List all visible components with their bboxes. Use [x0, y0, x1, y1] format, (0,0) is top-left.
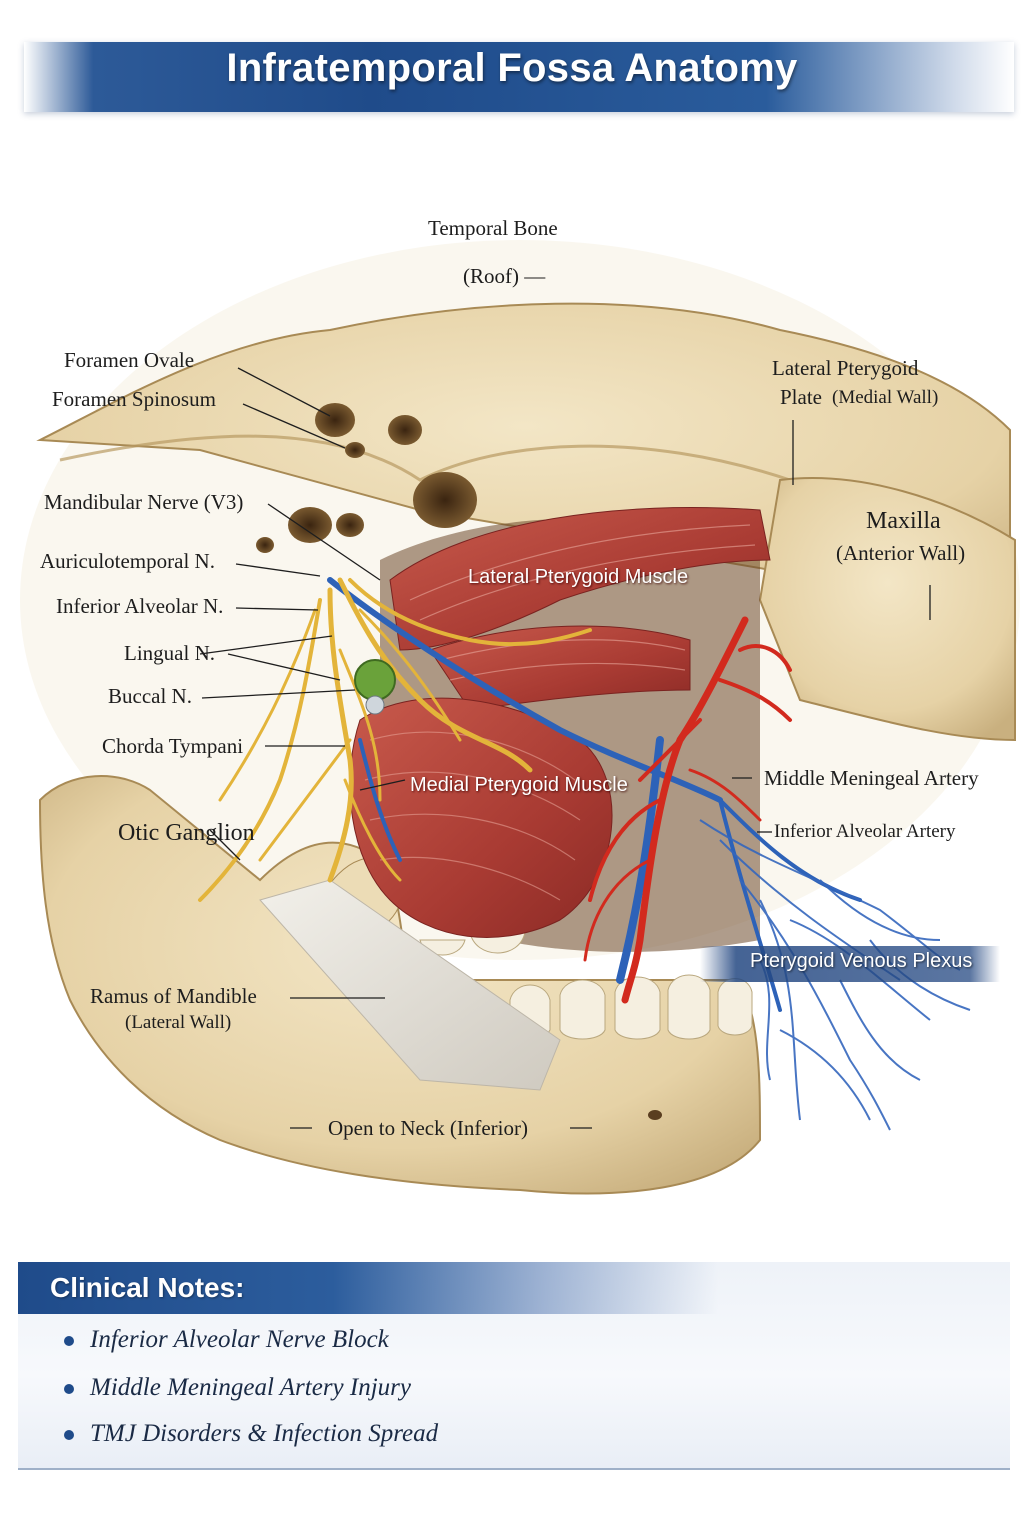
foramen-left-hole [288, 507, 332, 543]
foramen-tiny-hole [256, 537, 274, 553]
otic-ganglion-small [365, 695, 385, 715]
foramen-large-hole [413, 472, 477, 528]
medial-pterygoid-fibers [364, 731, 581, 901]
label-foramen-ovale: Foramen Ovale [64, 348, 195, 372]
nerves [198, 577, 592, 902]
clinical-note-text: Inferior Alveolar Nerve Block [90, 1326, 389, 1353]
bone-ridge [59, 434, 791, 482]
leader-lines [199, 367, 931, 1129]
label-maxilla-sub: (Anterior Wall) [836, 541, 966, 565]
clinical-note-text: Middle Meningeal Artery Injury [90, 1374, 411, 1401]
clinical-note-item: Inferior Alveolar Nerve Block [64, 1326, 389, 1354]
medial-pterygoid-muscle-shape [349, 697, 613, 938]
label-middle-meningeal-artery: Middle Meningeal Artery [764, 766, 979, 790]
label-medial-pterygoid-muscle: Medial Pterygoid Muscle [410, 774, 628, 796]
label-otic-ganglion: Otic Ganglion [118, 820, 255, 846]
anatomy-illustration [20, 240, 1020, 1195]
foramen-small-hole [345, 442, 365, 458]
bullet-icon [64, 1430, 74, 1441]
sphenomandibular-ligament [259, 879, 561, 1091]
label-ramus: Ramus of Mandible [90, 984, 257, 1008]
label-ramus-sub: (Lateral Wall) [125, 1012, 232, 1033]
label-open-to-neck: Open to Neck (Inferior) [328, 1116, 528, 1140]
label-auriculotemporal: Auriculotemporal N. [40, 549, 215, 573]
label-chorda-tympani: Chorda Tympani [102, 734, 244, 758]
clinical-notes-header-band [18, 1262, 718, 1314]
label-foramen-spinosum: Foramen Spinosum [52, 387, 216, 411]
lower-teeth [509, 974, 753, 1040]
label-lateral-pterygoid-muscle: Lateral Pterygoid Muscle [468, 566, 689, 588]
label-lateral-pterygoid-plate: Lateral Pterygoid [772, 356, 919, 380]
muscle-fibers [409, 524, 756, 681]
label-lateral-pterygoid-plate-2: Plate [780, 385, 822, 409]
page-title: Infratemporal Fossa Anatomy [226, 46, 798, 90]
foramen-ovale-hole [315, 403, 355, 437]
foramen-left-hole-2 [336, 513, 364, 537]
otic-ganglion-node [354, 659, 396, 701]
plexus-label-band [700, 946, 1000, 982]
label-pterygoid-venous-plexus: Pterygoid Venous Plexus [750, 950, 973, 972]
label-maxilla: Maxilla [866, 508, 941, 534]
clinical-notes-title: Clinical Notes: [50, 1272, 245, 1303]
label-inferior-alveolar-artery: Inferior Alveolar Artery [774, 821, 956, 842]
foramen-spinosum-hole [388, 415, 422, 445]
label-lateral-pterygoid-plate-3: (Medial Wall) [832, 387, 939, 408]
bullet-icon [64, 1384, 74, 1395]
title-banner [24, 42, 1014, 112]
label-mandibular-nerve: Mandibular Nerve (V3) [44, 490, 244, 514]
lateral-pterygoid-muscle-shape [389, 507, 771, 651]
label-temporal-bone: Temporal Bone [428, 216, 558, 240]
label-lingual-n: Lingual N. [124, 641, 215, 665]
maxilla-shape [758, 477, 1016, 742]
label-roof: (Roof) — [463, 264, 546, 288]
label-inferior-alveolar-n: Inferior Alveolar N. [56, 594, 224, 618]
label-buccal-n: Buccal N. [108, 684, 192, 708]
bullet-icon [64, 1336, 74, 1347]
arteries [583, 616, 792, 1004]
clinical-note-item: TMJ Disorders & Infection Spread [64, 1420, 438, 1448]
mental-foramen [648, 1110, 662, 1120]
clinical-note-text: TMJ Disorders & Infection Spread [90, 1420, 439, 1447]
clinical-note-item: Middle Meningeal Artery Injury [64, 1374, 411, 1402]
